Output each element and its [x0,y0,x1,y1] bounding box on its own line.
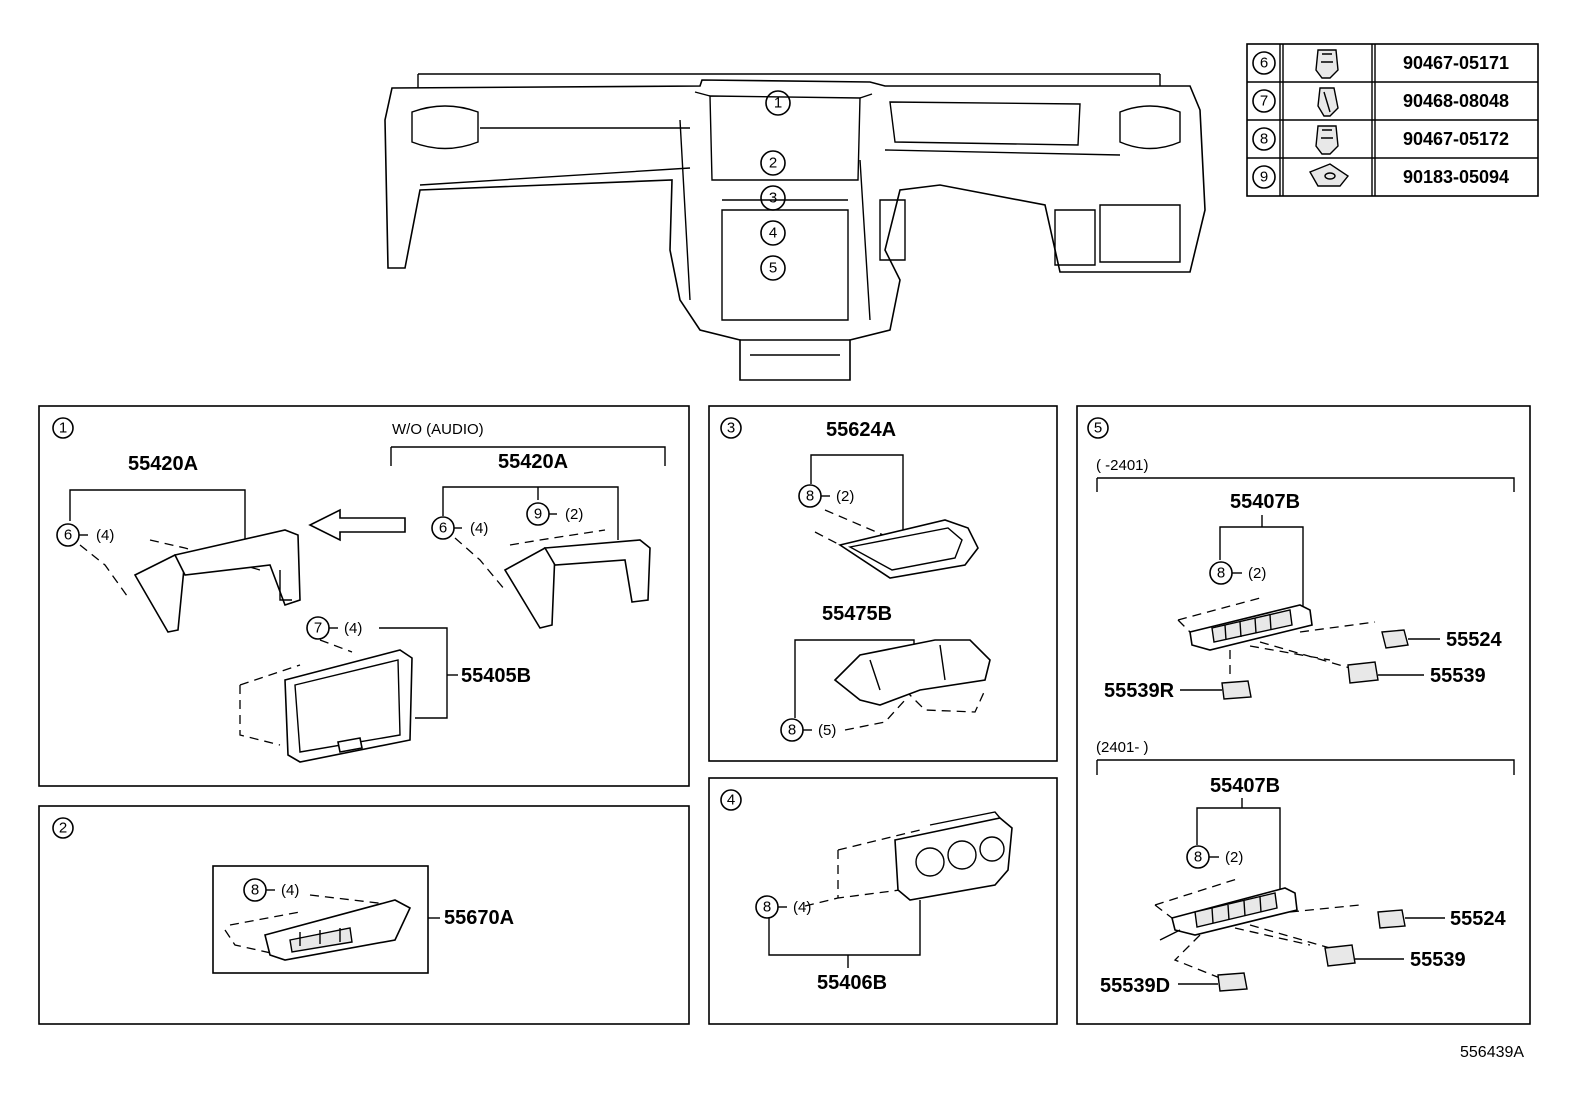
switch-label: 55539 [1430,665,1486,687]
part-label: 55420A [128,453,198,475]
clip-callout-num: 8 [251,882,259,899]
switch-55539r-upper [1221,680,1252,700]
part-label: 55670A [444,907,514,929]
panel-number: 5 [1094,420,1102,437]
table-part-number: 90183-05094 [1403,167,1509,187]
switch-base-lower [1159,887,1298,941]
switch-55524-lower [1377,909,1406,929]
table-part-number: 90467-05171 [1403,53,1509,73]
switch-label: 55524 [1446,629,1502,651]
fastener-table: 6 90467-05171 7 90468-08048 8 90467-0517 [1246,43,1539,197]
clip-icon [1315,125,1339,155]
part-label: 55406B [817,972,887,994]
panel-number: 4 [727,792,735,809]
display-frame [284,649,413,763]
switch-base-upper [1189,604,1313,651]
panel-5: 5 ( -2401) 55407B 8 (2) 55524 55539 [1076,405,1531,1025]
clip-quantity: (2) [1225,849,1243,866]
clip-quantity: (4) [96,527,114,544]
table-num: 8 [1260,131,1268,148]
clip-quantity: (2) [1248,565,1266,582]
part-label: 55475B [822,603,892,625]
table-row: 9 90183-05094 [1252,163,1509,189]
upper-trim-panel-left [133,529,301,633]
clip-quantity: (4) [470,520,488,537]
overview-callout-3: 3 [769,190,777,207]
clip-icon [1317,87,1339,117]
part-label: 55407B [1210,775,1280,797]
switch-label: 55524 [1450,908,1506,930]
table-num: 9 [1260,169,1268,186]
overview-callouts: 1 2 3 4 5 [760,90,791,281]
table-num: 6 [1260,55,1268,72]
range-label: (2401- ) [1096,739,1149,756]
panel-2: 2 8 (4) 55670A [38,805,690,1025]
clip-quantity: (4) [344,620,362,637]
overview-callout-4: 4 [769,225,777,242]
clip-callout-num: 8 [806,488,814,505]
clip-callout-num: 8 [763,899,771,916]
table-row: 8 90467-05172 [1252,125,1509,155]
panel-3: 3 55624A 8 (2) 55475B 8 (5) [708,405,1058,762]
clip-quantity: (4) [793,899,811,916]
clip-quantity: (2) [565,506,583,523]
switch-bezel-upper [264,899,412,961]
clip-callout-num: 9 [534,506,542,523]
table-part-number: 90467-05172 [1403,129,1509,149]
console-cover-upper [838,519,979,579]
clip-callout-num: 6 [64,527,72,544]
variant-label: W/O (AUDIO) [392,421,484,438]
clip-callout-num: 8 [1194,849,1202,866]
clip-icon [1315,49,1339,79]
climate-control-bezel [894,811,1013,901]
upper-trim-panel-right [503,539,651,629]
switch-label: 55539D [1100,975,1170,997]
clip-quantity: (5) [818,722,836,739]
table-row: 6 90467-05171 [1252,49,1509,79]
table-row: 7 90468-08048 [1252,87,1509,117]
switch-55524-upper [1381,629,1409,649]
clip-callout-num: 6 [439,520,447,537]
clip-callout-num: 7 [314,620,322,637]
overview-callout-5: 5 [769,260,777,277]
clip-callout-num: 8 [788,722,796,739]
console-cover-lower [833,639,991,706]
diagram-ref-code: 556439A [1460,1044,1524,1061]
table-part-number: 90468-08048 [1403,91,1509,111]
overview-callout-2: 2 [769,155,777,172]
nut-icon [1308,163,1350,187]
instrument-panel-overview [384,73,1206,381]
clip-callout-num: 8 [1217,565,1225,582]
overview-callout-1: 1 [774,95,782,112]
clip-quantity: (2) [836,488,854,505]
panel-4: 4 8 (4) 55406B [708,777,1058,1025]
switch-55539d-lower [1217,972,1248,992]
table-num: 7 [1260,93,1268,110]
panel-number: 2 [59,820,67,837]
switch-label: 55539R [1104,680,1175,702]
arrow-icon [308,508,406,542]
switch-55539-lower [1324,944,1356,967]
panel-number: 3 [727,420,735,437]
panel-number: 1 [59,420,67,437]
clip-quantity: (4) [281,882,299,899]
panel-1: 1 W/O (AUDIO) 55420A 6 (4) 55420A 6 (4) … [38,405,690,787]
range-label: ( -2401) [1096,457,1149,474]
switch-label: 55539 [1410,949,1466,971]
switch-55539-upper [1347,661,1379,684]
part-label: 55407B [1230,491,1300,513]
part-label: 55405B [461,665,531,687]
part-label: 55420A [498,451,568,473]
part-label: 55624A [826,419,896,441]
